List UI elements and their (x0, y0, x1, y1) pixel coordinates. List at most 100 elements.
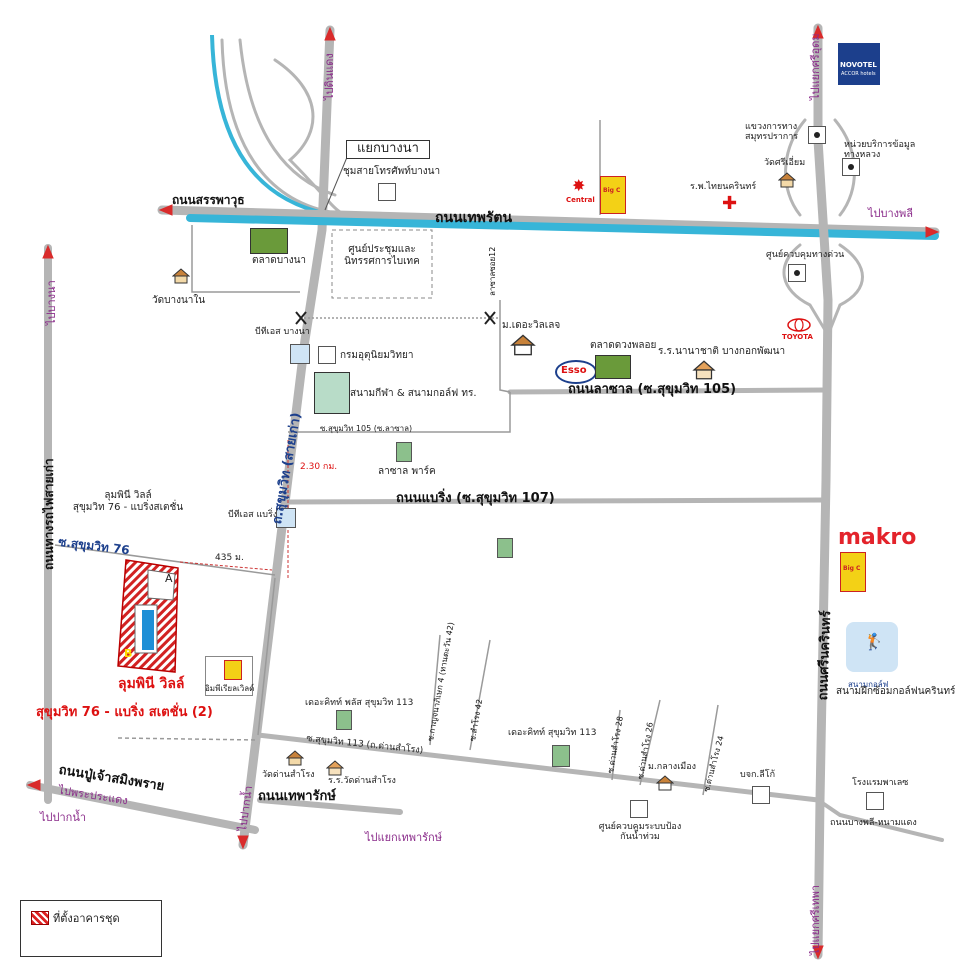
conv-center-label: ศูนย์ประชุมและ นิทรรศการไบเทค (344, 244, 420, 267)
tot-office-label: ชุมสายโทรศัพท์บางนา (343, 166, 441, 177)
highway-office-icon (808, 126, 826, 144)
road-soi-76 (54, 544, 276, 576)
bts-bearing-icon[interactable] (276, 508, 296, 528)
road-poochao (26, 781, 259, 834)
road-soi-113 (255, 732, 821, 803)
conv-center-outline (331, 229, 433, 299)
road-bangphli-namdaeng (816, 798, 944, 842)
project-name-label[interactable]: ลุมพินี วิลล์ (118, 676, 185, 692)
flood-center-icon (630, 800, 648, 818)
lasalle-park-label: ลาซาล พาร์ค (378, 466, 436, 477)
legend-label: ที่ตั้งอาคารชุด (53, 912, 120, 925)
legend: ที่ตั้งอาคารชุด (20, 900, 162, 957)
project-sub-label: สุขุมวิท 76 - แบริ่ง สเตชั่น (2) (36, 705, 213, 720)
expressway-center-label: ศูนย์ควบคุมทางด่วน (766, 250, 845, 260)
toyota-logo: TOYOTA (782, 318, 816, 344)
hotel-icon (866, 792, 884, 810)
block-b-label: B (124, 647, 133, 660)
bjk-lighto-label: บจก.ลีโก้ (740, 770, 776, 780)
bangna-interchange (210, 34, 342, 216)
srinagarin-road-label: ถนนศรีนครินทร์ (815, 610, 835, 701)
to-srinagarin-top-label: ไปแยกศรีอุดม (809, 33, 822, 100)
block-a-label: A (165, 572, 173, 585)
met-dept-icon (318, 346, 336, 364)
the-village-icon (510, 334, 536, 356)
junction-bangna-label: แยกบางนา (346, 140, 430, 159)
to-bangna-left-label: ไปบางนา (45, 280, 58, 325)
met-dept-label: กรมอุตุนิยมวิทยา (340, 350, 414, 361)
to-bangphli-label: ไปบางพลี (868, 207, 914, 220)
tot-office-icon (378, 183, 396, 201)
bjk-lighto-icon (752, 786, 770, 804)
golf-range-label: สนามฝึกซ้อมกอล์ฟนครินทร์ (836, 686, 956, 697)
thepharat-road-label: ถนนเทพรัตน (435, 210, 513, 226)
school-dansamrong-label: ร.ร.วัดด่านสำโรง (328, 776, 396, 786)
to-thepharak-label: ไปแยกเทพารักษ์ (365, 831, 442, 844)
project-site[interactable] (117, 559, 179, 673)
central-logo: ✸Central (566, 176, 595, 204)
junction-markers (295, 311, 496, 325)
golf-icon (314, 372, 350, 414)
soi-105-label: ซ.สุขุมวิท 105 (ซ.ลาซาล) (320, 424, 413, 433)
distance-435-label: 435 ม. (215, 553, 244, 563)
the-village-label: ม.เดอะวิลเลจ (502, 320, 561, 331)
klang-muang-icon (656, 775, 674, 791)
thainakarin-hosp-label: ร.พ.ไทยนครินทร์ (690, 182, 757, 192)
bangkok-patana-label: ร.ร.นานาชาติ บางกอกพัฒนา (658, 346, 786, 357)
route-arrows (26, 24, 940, 960)
road-bearing (287, 497, 829, 505)
road-thepharat (157, 205, 940, 237)
wat-bangna-nai-label: วัดบางนาใน (152, 295, 206, 306)
legend-swatch (31, 911, 49, 925)
bigc-makro-logo: Big C (840, 552, 866, 592)
hotel-label: โรงแรมพาเลซ (852, 778, 909, 788)
to-srithepha-label: ไปแยกศรีเทพา (809, 884, 822, 955)
duangphloy-icon (595, 355, 631, 379)
golf-range-logo: 🏌สนามกอล์ฟ (846, 622, 898, 689)
flood-center-label: ศูนย์ควบคุมระบบป้อง กันน้ำท่วม (598, 822, 682, 843)
road-srinagarin (813, 23, 833, 960)
bangphli-namdaeng-label: ถนนบางพลี-หนามแดง (830, 818, 917, 828)
expressway-center-icon (788, 264, 806, 282)
bigc-top-logo: Big C (600, 176, 626, 214)
info-center-label: หน่วยบริการข้อมูล ทางหลวง (844, 140, 916, 161)
duangphloy-label: ตลาดดวงพลอย (590, 340, 657, 351)
wat-dansamrong-icon (286, 750, 304, 766)
lasalle-road-label: ถนนลาซาล (ซ.สุขุมวิท 105) (568, 382, 737, 397)
bigc-imperial-logo (224, 660, 242, 680)
hospital-icon: ✚ (722, 193, 738, 214)
bts-bangna-label: บีทีเอส บางนา (255, 327, 310, 337)
bearing-building-icon (497, 538, 513, 558)
road-lasalle (507, 387, 831, 395)
info-center-icon (842, 158, 860, 176)
bts-bangna-icon[interactable] (290, 344, 310, 364)
distance-230-label: 2.30 กม. (300, 462, 338, 472)
wat-bangna-nai-icon (172, 268, 190, 284)
sports-field-label: สนามกีฬา & สนามกอล์ฟ ทร. (350, 388, 477, 399)
klang-muang-label: ม.กลางเมือง (648, 762, 697, 772)
road-thepharak (257, 797, 403, 815)
old-railway-label: ถนนทางรถไฟสายเก่า (42, 458, 56, 570)
the-kit-plus-label: เดอะคิทท์ พลัส สุขุมวิท 113 (305, 698, 414, 708)
bangna-market-label: ตลาดบางนา (252, 255, 307, 266)
makro-logo: makro (838, 525, 917, 550)
the-kit-icon (552, 745, 570, 767)
thepharak-road-label: ถนนเทพารักษ์ (258, 789, 336, 804)
srapawut-road-label: ถนนสรรพาวุธ (172, 193, 245, 207)
the-kit-plus-icon (336, 710, 352, 730)
bangkok-patana-icon (692, 360, 716, 380)
bts-bearing-label: บีทีเอส แบริ่ง (228, 510, 278, 520)
imperial-world-label: อิมพีเรียลเวิลด์ (205, 684, 255, 693)
lasalle-park-icon (396, 442, 412, 462)
esso-logo: Esso (555, 360, 597, 384)
lasalle-soi12-label: ลาซาลซอย12 (488, 246, 497, 296)
to-paknam-label: ไปปากน้ำ (40, 811, 87, 824)
bearing-road-label: ถนนแบริ่ง (ซ.สุขุมวิท 107) (396, 491, 555, 506)
to-dindaeng-label: ไปดินแดง (323, 53, 336, 100)
the-kit-label: เดอะคิทท์ สุขุมวิท 113 (508, 728, 597, 738)
expressway-bangna (186, 214, 939, 240)
highway-office-label: แขวงการทาง สมุทรปราการ (745, 122, 799, 143)
wat-siam-icon (778, 172, 796, 188)
